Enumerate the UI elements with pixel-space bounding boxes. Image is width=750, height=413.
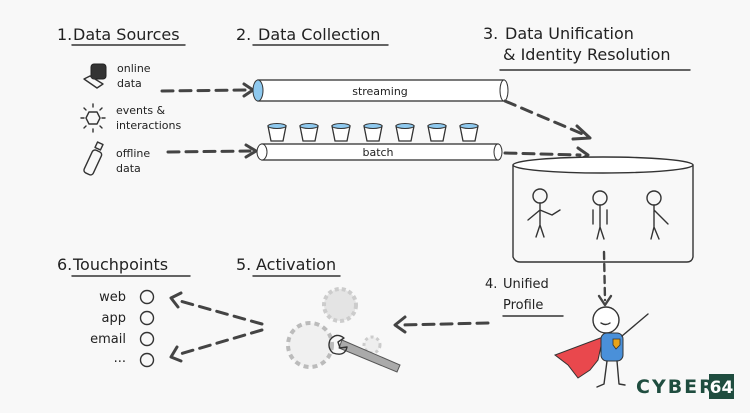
svg-text:& Identity Resolution: & Identity Resolution [503,45,671,64]
svg-text:data: data [117,77,142,90]
heading-touchpoints: 6. Touchpoints [57,255,191,277]
heading-data-unification: 3. Data Unification & Identity Resolutio… [483,24,691,71]
heading-data-sources: 1. Data Sources [57,25,186,46]
batch-pipe: batch [256,143,503,161]
identity-resolution-container [512,156,694,263]
svg-text:offline: offline [116,147,150,160]
radio-circle-icon [139,352,155,368]
svg-text:email: email [90,332,126,347]
cyber64-logo: CYBER 64 [636,374,734,399]
arrow-activation-to-other [169,328,264,363]
heading-data-collection: 2. Data Collection [236,25,389,46]
svg-text:Unified: Unified [503,277,549,292]
batch-buckets [267,123,479,142]
svg-text:batch: batch [362,146,393,159]
svg-text:events &: events & [116,104,166,117]
svg-text:Activation: Activation [256,255,336,274]
arrow-unification-to-profile [597,250,613,307]
arrow-profile-to-activation [393,315,490,334]
bucket-icon [427,123,447,142]
svg-text:data: data [116,162,141,175]
touchpoint-more: ... [114,351,155,368]
radio-circle-icon [139,310,155,326]
bucket-icon [331,123,351,142]
svg-text:64: 64 [710,378,734,398]
arrow-streaming-to-unification [503,99,592,141]
computer-icon [83,63,107,89]
svg-text:3.: 3. [483,24,498,43]
bucket-icon [363,123,383,142]
streaming-pipe: streaming [252,79,509,102]
heading-unified-profile: 4. Unified Profile [485,277,564,317]
svg-text:app: app [102,311,126,326]
arrow-activation-to-web [169,291,264,326]
svg-text:5.: 5. [236,255,251,274]
person-figure [592,190,608,240]
svg-text:2.: 2. [236,25,251,44]
touchpoint-app: app [102,310,155,326]
heading-activation: 5. Activation [236,255,341,277]
sun-icon [80,103,106,133]
wrench-icon [328,334,401,373]
person-figure [527,188,561,238]
svg-text:web: web [99,290,126,305]
gears-icon [286,287,382,369]
touchpoint-web: web [99,289,155,305]
svg-text:Data Sources: Data Sources [73,25,180,44]
svg-text:streaming: streaming [352,85,408,98]
arrow-online-to-streaming [160,82,255,98]
arrow-offline-to-batch [166,143,258,159]
bucket-icon [395,123,415,142]
svg-text:interactions: interactions [116,119,181,132]
touchpoint-email: email [90,331,155,347]
svg-text:6.: 6. [57,255,72,274]
svg-text:Data Collection: Data Collection [258,25,380,44]
bucket-icon [459,123,479,142]
usb-drive-icon [83,141,104,176]
superhero-profile-icon [553,306,649,388]
svg-text:...: ... [114,351,126,366]
svg-text:online: online [117,62,151,75]
svg-text:Touchpoints: Touchpoints [72,255,168,274]
svg-text:Data Unification: Data Unification [505,24,634,43]
svg-text:CYBER: CYBER [636,376,716,398]
radio-circle-icon [139,331,155,347]
bucket-icon [299,123,319,142]
bucket-icon [267,123,287,142]
radio-circle-icon [139,289,155,305]
svg-text:1.: 1. [57,25,72,44]
person-figure [646,190,669,240]
svg-text:Profile: Profile [503,298,543,313]
svg-text:4.: 4. [485,277,497,292]
